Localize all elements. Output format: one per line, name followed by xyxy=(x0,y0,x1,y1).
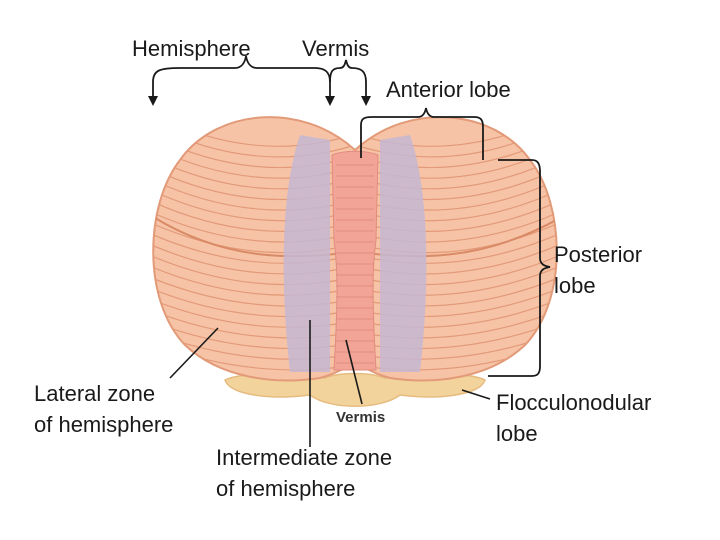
flocculonodular-pointer xyxy=(461,389,491,400)
vermis-center-pointer xyxy=(345,339,363,405)
vermis-center-label: Vermis xyxy=(336,409,386,426)
vermis-folia-lines xyxy=(336,164,374,364)
anterior-lobe-bracket xyxy=(360,107,484,160)
vermis xyxy=(331,150,379,371)
anterior-lobe-label: Anterior lobe xyxy=(386,77,511,102)
lateral-zone-label-line2: of hemisphere xyxy=(34,412,174,437)
lateral-zone-label-line1: Lateral zone xyxy=(34,381,156,406)
lateral-zone-pointer xyxy=(169,327,219,379)
hemisphere-arrow xyxy=(148,82,158,106)
intermediate-zone-label-line2: of hemisphere xyxy=(216,476,356,501)
intermediate-zone-label-line1: Intermediate zone xyxy=(216,445,393,470)
posterior-lobe-label-line2: lobe xyxy=(554,273,596,298)
vermis-arrow-right xyxy=(361,82,371,106)
posterior-lobe-bracket xyxy=(488,159,551,377)
flocculonodular-label-line2: lobe xyxy=(496,421,538,446)
vermis-bracket xyxy=(329,59,367,83)
hemisphere-bracket xyxy=(152,55,331,83)
posterior-lobe-label-line1: Posterior xyxy=(554,242,643,267)
intermediate-zone-right xyxy=(380,135,427,372)
intermediate-zone-left xyxy=(283,135,330,372)
hemisphere-label: Hemisphere xyxy=(132,36,251,61)
vermis-top-label: Vermis xyxy=(302,36,370,61)
flocculonodular-label-line1: Flocculonodular xyxy=(496,390,652,415)
vermis-arrow-left xyxy=(325,82,335,106)
